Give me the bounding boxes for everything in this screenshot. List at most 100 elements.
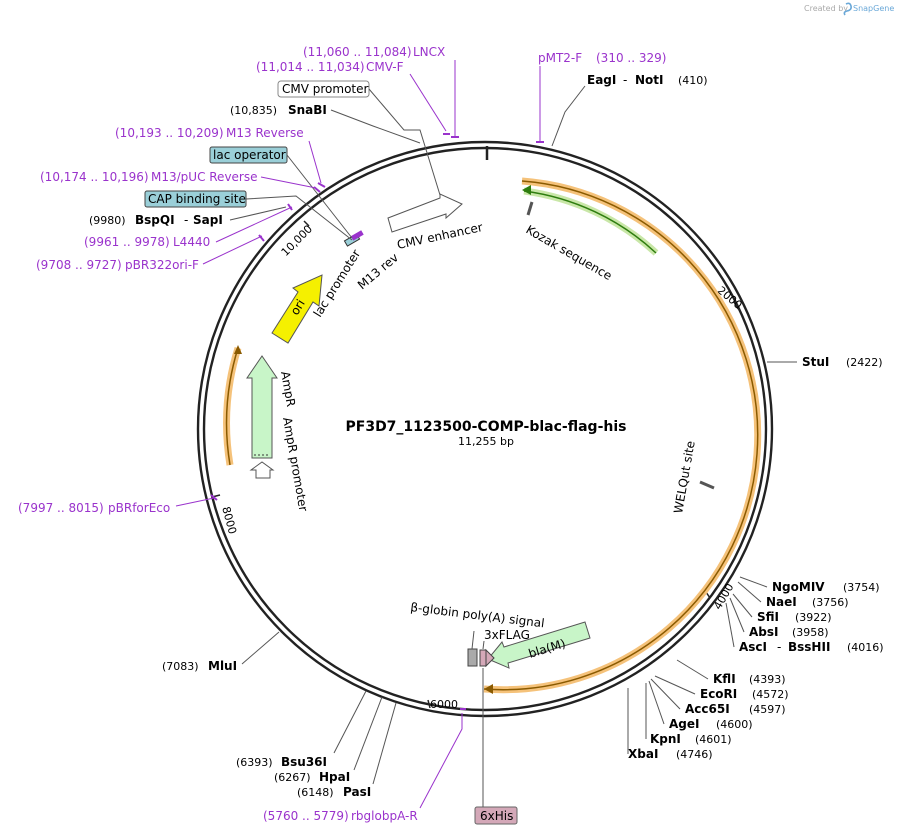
tick-4000-label: 4000 bbox=[711, 581, 736, 612]
primer-rbglob-name: rbglobpA-R bbox=[351, 809, 418, 823]
site-acc65i-name: Acc65I bbox=[685, 702, 730, 716]
m13-primer-mark bbox=[350, 230, 364, 241]
site-kfli-pos: (4393) bbox=[749, 673, 786, 686]
bla-arrow bbox=[487, 621, 591, 669]
his-tag-box bbox=[474, 806, 518, 825]
site-bsshii-name: BssHII bbox=[788, 640, 830, 654]
primer-m13puc-name: M13/pUC Reverse bbox=[151, 170, 258, 184]
bsu36i-leader bbox=[333, 690, 367, 754]
cmv-promoter-leader bbox=[368, 88, 441, 196]
site-stui-name: StuI bbox=[802, 355, 829, 369]
sfii-leader bbox=[732, 593, 753, 618]
site-hpai-pos: (6267) bbox=[274, 771, 311, 784]
m13rev-mark bbox=[317, 182, 326, 188]
site-sfii-pos: (3922) bbox=[795, 611, 832, 624]
primer-pmt2-name: pMT2-F bbox=[538, 51, 582, 65]
site-bsu36i-name: Bsu36I bbox=[281, 755, 327, 769]
bglobin-label: β-globin poly(A) signal bbox=[410, 600, 546, 630]
site-mlui-name: MluI bbox=[208, 659, 237, 673]
credit-prefix: Created by bbox=[804, 4, 848, 13]
site-asci-pos: (4016) bbox=[847, 641, 884, 654]
orf-arc-line bbox=[483, 180, 759, 691]
site-stui-pos: (2422) bbox=[846, 356, 883, 369]
plasmid-title: PF3D7_1123500-COMP-blac-flag-his bbox=[346, 419, 627, 435]
pbr322-mark bbox=[258, 234, 265, 242]
site-acc65i-pos: (4597) bbox=[749, 703, 786, 716]
site-naei-name: NaeI bbox=[766, 595, 797, 609]
site-asci-sep: - bbox=[777, 640, 781, 654]
primer-m13rev-name: M13 Reverse bbox=[226, 126, 304, 140]
site-bspqi-pos: (9980) bbox=[89, 214, 126, 227]
primer-pbrforeco-range: (7997 .. 8015) bbox=[18, 501, 104, 515]
orf-left-line bbox=[225, 347, 239, 466]
tick-10000-label: 10,000 bbox=[279, 222, 315, 258]
site-kpni-pos: (4601) bbox=[695, 733, 732, 746]
lac-operator-leader bbox=[286, 154, 353, 239]
primer-pbr322-name: pBR322ori-F bbox=[125, 258, 199, 272]
site-absi-name: AbsI bbox=[749, 625, 778, 639]
site-naei-pos: (3756) bbox=[812, 596, 849, 609]
primer-l4440-range: (9961 .. 9978) bbox=[84, 235, 170, 249]
site-kpni-name: KpnI bbox=[650, 732, 681, 746]
kozak-arc bbox=[523, 190, 657, 254]
acc65i-leader bbox=[650, 678, 681, 710]
tick-6000-mark bbox=[427, 699, 431, 709]
tick-2000-mark bbox=[733, 301, 739, 310]
lac-operator-label: lac operator bbox=[213, 148, 286, 162]
snabi-leader bbox=[330, 109, 421, 144]
flag-label: 3xFLAG bbox=[484, 628, 530, 642]
primer-m13rev-range: (10,193 .. 10,209) bbox=[115, 126, 224, 140]
site-eagi-pos: (410) bbox=[678, 74, 708, 87]
ngomiv-leader bbox=[739, 576, 768, 588]
credit-brand: SnapGene bbox=[853, 4, 894, 13]
pbrforeco-mark bbox=[210, 494, 218, 501]
site-absi-pos: (3958) bbox=[792, 626, 829, 639]
pasi-leader bbox=[372, 702, 397, 785]
site-noti-name: NotI bbox=[635, 73, 664, 87]
primer-lncx-name: LNCX bbox=[413, 45, 445, 59]
naei-leader bbox=[737, 581, 762, 603]
site-snabi-pos: (10,835) bbox=[230, 104, 277, 117]
ecori-leader bbox=[654, 675, 696, 695]
primer-pbr322-range: (9708 .. 9727) bbox=[36, 258, 122, 272]
snapgene-swirl-icon bbox=[843, 2, 852, 16]
tick-10000-mark bbox=[303, 220, 310, 227]
agei-leader bbox=[648, 680, 665, 725]
kozak-marker bbox=[526, 201, 534, 216]
site-kfli-name: KflI bbox=[713, 672, 736, 686]
primer-m13puc-range: (10,174 .. 10,196) bbox=[40, 170, 149, 184]
absi-leader bbox=[729, 597, 745, 633]
eagi-leader bbox=[551, 85, 586, 147]
site-hpai-name: HpaI bbox=[319, 770, 350, 784]
m13rev-leader bbox=[308, 140, 322, 184]
site-xbai-pos: (4746) bbox=[676, 748, 713, 761]
ampr-arrow bbox=[246, 355, 278, 459]
welqut-marker bbox=[699, 480, 715, 490]
ori-arrow bbox=[271, 274, 323, 344]
site-ecori-name: EcoRI bbox=[700, 687, 737, 701]
ampr-promoter-arrow bbox=[249, 461, 275, 479]
welqut-label: WELQut site bbox=[671, 440, 698, 515]
primer-pbrforeco-name: pBRforEco bbox=[108, 501, 170, 515]
site-sfii-name: SfiI bbox=[757, 610, 779, 624]
site-bspqi-sep: - bbox=[184, 213, 188, 227]
site-agei-name: AgeI bbox=[669, 717, 699, 731]
primer-cmvf-name: CMV-F bbox=[366, 60, 404, 74]
bglobin-leader bbox=[471, 630, 475, 650]
asci-leader bbox=[725, 602, 735, 648]
site-ngomiv-name: NgoMIV bbox=[772, 580, 825, 594]
cmv-enhancer-arrow bbox=[387, 193, 463, 233]
hpai-leader bbox=[353, 696, 383, 771]
snapgene-logo bbox=[843, 2, 852, 16]
site-eagi-name: EagI bbox=[587, 73, 616, 87]
pbrforeco-leader bbox=[175, 497, 215, 507]
primer-cmvf-range: (11,014 .. 11,034) bbox=[256, 60, 365, 74]
ampr-promoter-label: AmpR promoter bbox=[280, 416, 310, 512]
primer-l4440-name: L4440 bbox=[173, 235, 210, 249]
site-snabi-name: SnaBI bbox=[288, 103, 327, 117]
flag-mark bbox=[479, 649, 487, 667]
l4440-mark bbox=[287, 203, 293, 211]
l4440-leader bbox=[215, 206, 293, 243]
kozak-label: Kozak sequence bbox=[524, 222, 615, 283]
